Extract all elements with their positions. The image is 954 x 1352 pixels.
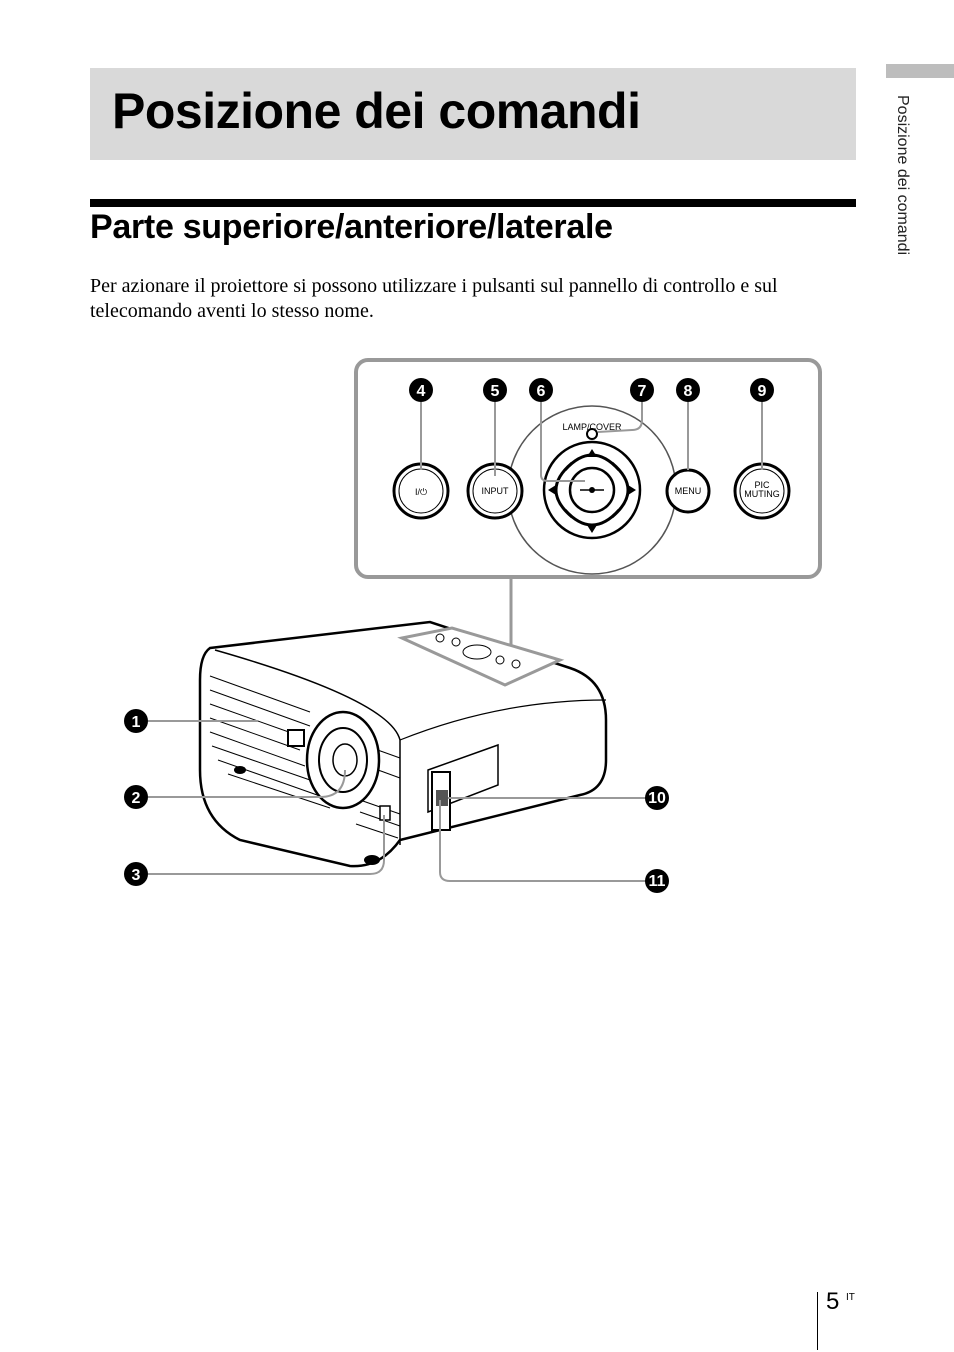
svg-text:7: 7 — [638, 383, 647, 400]
svg-text:3: 3 — [132, 867, 141, 884]
arrow-right-icon — [628, 485, 636, 495]
arrow-down-icon — [587, 525, 597, 533]
lamp-cover-indicator — [586, 428, 598, 440]
title-box: Posizione dei comandi — [90, 68, 856, 160]
callout-3 — [124, 862, 148, 886]
callout-5 — [483, 378, 507, 402]
projector-illustration — [198, 620, 608, 868]
svg-text:1: 1 — [132, 714, 141, 731]
svg-text:2: 2 — [132, 790, 141, 807]
callout-11 — [645, 869, 669, 893]
svg-text:8: 8 — [684, 383, 693, 400]
left-button — [554, 461, 573, 519]
input-label: INPUT — [482, 486, 510, 496]
section-title: Parte superiore/anteriore/laterale — [90, 208, 613, 246]
callout-9 — [750, 378, 774, 402]
svg-text:10: 10 — [648, 790, 666, 807]
page-number: 5 — [826, 1288, 840, 1315]
svg-text:11: 11 — [649, 873, 666, 890]
side-tab-marker — [886, 64, 954, 78]
svg-text:6: 6 — [537, 383, 546, 400]
callout-7 — [630, 378, 654, 402]
arrow-left-icon — [548, 485, 556, 495]
power-icon: I/⏻ — [415, 487, 427, 497]
lamp-cover-label: LAMP/COVER — [562, 422, 622, 432]
menu-label: MENU — [675, 486, 702, 496]
page-title: Posizione dei comandi — [112, 83, 641, 139]
pic-label: PIC — [754, 480, 770, 490]
callout-8 — [676, 378, 700, 402]
arrow-up-icon — [587, 449, 597, 457]
svg-text:4: 4 — [417, 383, 426, 400]
callout-10 — [645, 786, 669, 810]
section-rule — [90, 199, 856, 207]
callout-2 — [124, 785, 148, 809]
side-tab-label: Posizione dei comandi — [894, 95, 911, 256]
muting-label: MUTING — [744, 489, 780, 499]
svg-text:5: 5 — [491, 383, 500, 400]
page-number-divider — [817, 1292, 818, 1350]
callout-1 — [124, 709, 148, 733]
callout-4 — [409, 378, 433, 402]
right-button — [611, 461, 630, 519]
callout-6 — [529, 378, 553, 402]
intro-paragraph: Per azionare il proiettore si possono ut… — [90, 275, 778, 322]
page-language: IT — [846, 1292, 855, 1303]
svg-text:9: 9 — [758, 383, 767, 400]
